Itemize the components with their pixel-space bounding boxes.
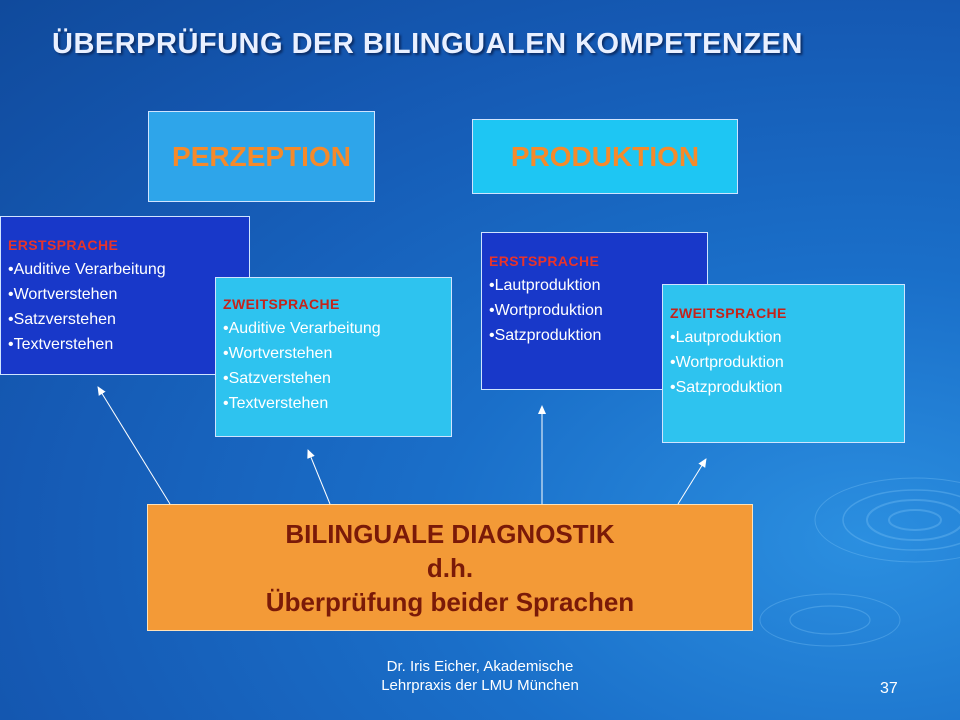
perzeption-heading: PERZEPTION [148, 111, 375, 202]
list-item: •Wortproduktion [489, 302, 603, 319]
footer-line-2: Lehrpraxis der LMU München [381, 677, 579, 694]
list-item: •Satzproduktion [489, 327, 602, 344]
list-item: •Textverstehen [8, 336, 114, 353]
bilinguale-diagnostik-box: BILINGUALE DIAGNOSTIK d.h. Überprüfung b… [147, 504, 753, 631]
perzeption-zweitsprache-box: ZWEITSPRACHE •Auditive Verarbeitung •Wor… [215, 277, 452, 437]
list-item: •Lautproduktion [489, 277, 601, 294]
footer-author: Dr. Iris Eicher, Akademische Lehrpraxis … [340, 657, 620, 695]
zweitsprache-label: ZWEITSPRACHE [670, 305, 787, 321]
erstsprache-label: ERSTSPRACHE [489, 253, 600, 269]
diagnostik-line-1: BILINGUALE DIAGNOSTIK [285, 518, 615, 549]
perzeption-erstsprache-box: ERSTSPRACHE •Auditive Verarbeitung •Wort… [0, 216, 250, 375]
diagnostik-line-3: Überprüfung beider Sprachen [265, 586, 635, 617]
list-item: •Wortproduktion [670, 354, 784, 371]
produktion-heading: PRODUKTION [472, 119, 738, 194]
list-item: •Auditive Verarbeitung [223, 320, 381, 337]
arrow-to-perzeption-erstsprache [97, 386, 171, 505]
zweitsprache-label: ZWEITSPRACHE [223, 296, 340, 312]
footer-line-1: Dr. Iris Eicher, Akademische [386, 658, 574, 675]
erstsprache-label: ERSTSPRACHE [8, 237, 119, 253]
page-number: 37 [880, 680, 898, 697]
produktion-zweitsprache-box: ZWEITSPRACHE •Lautproduktion •Wortproduk… [662, 284, 905, 443]
list-item: •Textverstehen [223, 395, 329, 412]
list-item: •Satzproduktion [670, 379, 783, 396]
arrow-to-produktion-zweitsprache [677, 458, 707, 505]
list-item: •Wortverstehen [8, 286, 118, 303]
diagnostik-line-2: d.h. [426, 552, 474, 583]
slide-title: ÜBERPRÜFUNG DER BILINGUALEN KOMPETENZEN [52, 28, 803, 60]
list-item: •Satzverstehen [8, 311, 116, 328]
list-item: •Wortverstehen [223, 345, 333, 362]
arrow-to-perzeption-zweitsprache [307, 449, 331, 505]
list-item: •Satzverstehen [223, 370, 331, 387]
list-item: •Lautproduktion [670, 329, 782, 346]
list-item: •Auditive Verarbeitung [8, 261, 166, 278]
